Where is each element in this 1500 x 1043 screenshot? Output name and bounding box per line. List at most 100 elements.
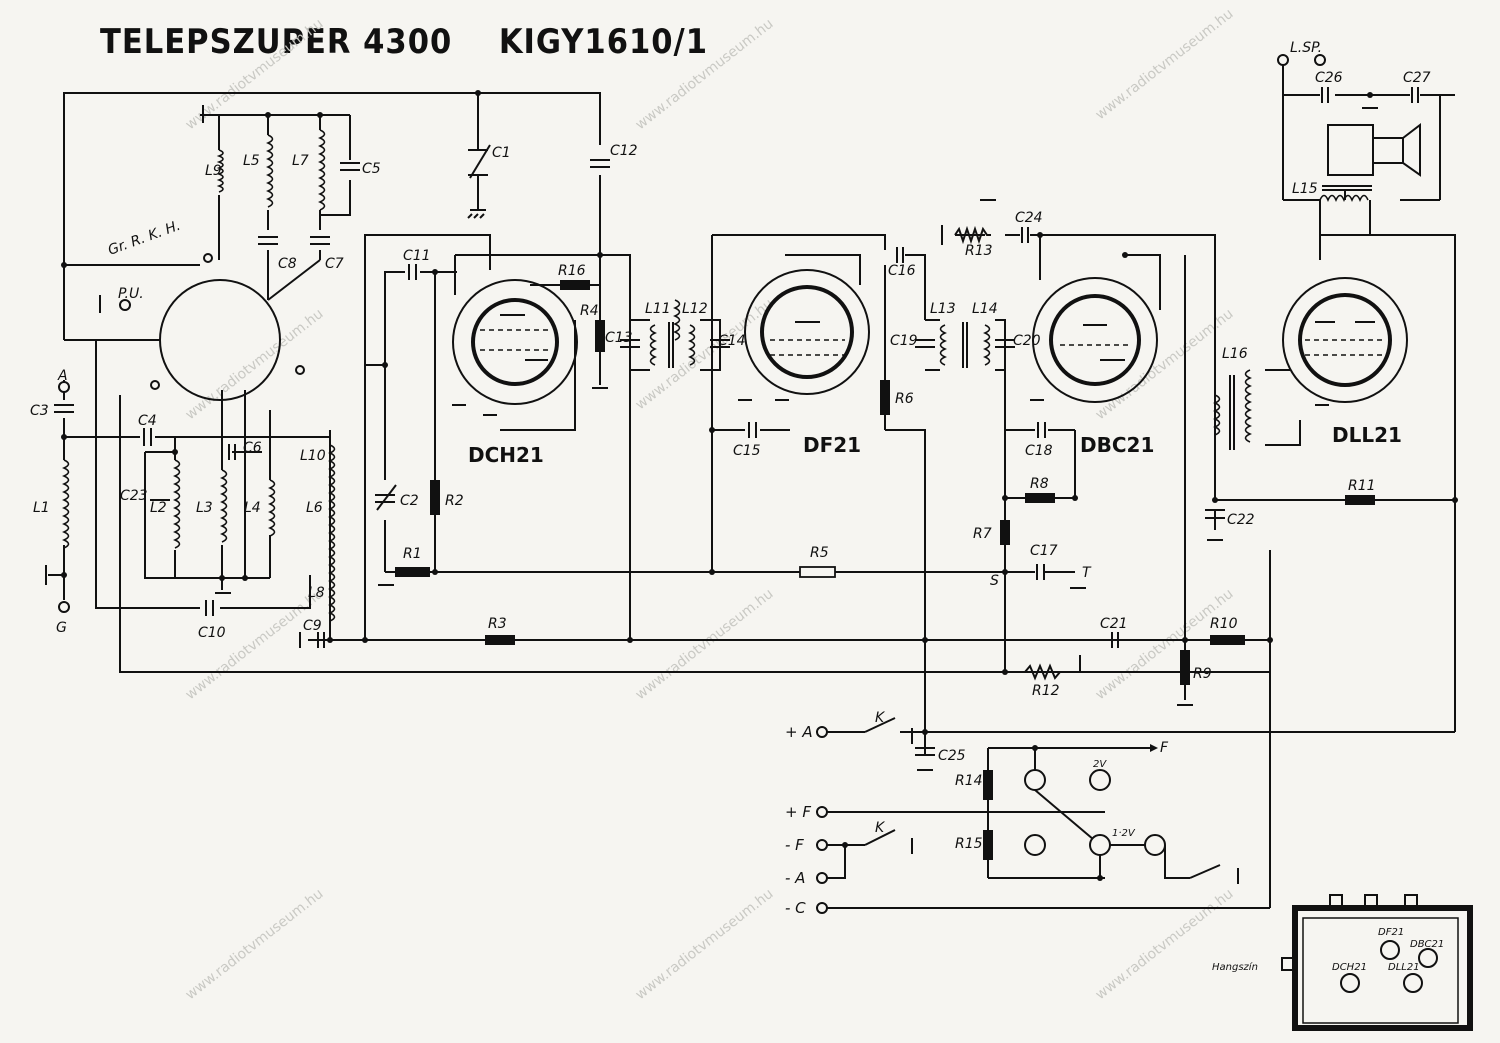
switch-k-f	[864, 829, 896, 846]
terminal-minus-c	[816, 902, 828, 914]
chassis-tube-dll21: DLL21	[1388, 962, 1420, 973]
watermark: www.radiotvmuseum.hu	[1093, 6, 1237, 123]
label-c5: C5	[362, 161, 381, 177]
resistor-r15	[983, 830, 993, 860]
terminal-minus-f	[816, 839, 828, 851]
schematic-title: TELEPSZUPER 4300 KIGY1610/1	[100, 22, 708, 62]
cap-c2	[375, 484, 397, 511]
wiring	[48, 60, 1456, 909]
resistor-r2	[430, 480, 440, 515]
resistor-r9	[1180, 650, 1190, 685]
resistor-r14	[983, 770, 993, 800]
tube-df21	[744, 269, 870, 395]
cap-c13	[620, 339, 640, 348]
labels: L9 L5 L7 C5 C1 C12 C8 C7 Gr. R. K. H. P.…	[30, 40, 1431, 917]
label-plus-a: + A	[785, 723, 813, 741]
resistor-r6	[880, 380, 890, 415]
label-c9: C9	[303, 618, 322, 634]
knob-icon	[1281, 957, 1295, 971]
chassis-tube-dch21: DCH21	[1332, 962, 1367, 973]
resistor-r16	[560, 280, 590, 290]
label-l1: L1	[33, 500, 50, 516]
label-ground: G	[56, 620, 67, 636]
label-c3: C3	[30, 403, 49, 419]
terminal-minus-a	[816, 872, 828, 884]
cap-c27	[1411, 87, 1419, 103]
label-c16: C16	[888, 263, 916, 279]
label-minus-f: - F	[785, 836, 804, 854]
terminal-plus-a	[816, 726, 828, 738]
switch-label: Gr. R. K. H.	[106, 218, 183, 259]
label-r14: R14	[955, 773, 983, 789]
cap-c7	[310, 236, 330, 245]
label-l16: L16	[1222, 346, 1248, 362]
cap-c3	[54, 404, 74, 413]
label-antenna: A	[57, 368, 68, 384]
label-l11: L11	[645, 301, 671, 317]
junctions	[61, 90, 1458, 881]
coil-l11	[649, 324, 657, 366]
watermark: www.radiotvmuseum.hu	[633, 16, 777, 133]
label-r15: R15	[955, 836, 983, 852]
resistor-r8	[1025, 493, 1055, 503]
label-c22: C22	[1227, 512, 1255, 528]
schematic-code: KIGY1610/1	[498, 22, 709, 62]
label-c21: C21	[1100, 616, 1128, 632]
resistor-r4	[595, 320, 605, 352]
cap-c12	[590, 159, 610, 168]
switches	[864, 717, 1221, 879]
label-2v: 2V	[1093, 759, 1107, 770]
label-r8: R8	[1030, 476, 1049, 492]
resistor-r11	[1345, 495, 1375, 505]
cap-c4	[143, 428, 152, 446]
label-c23: C23	[120, 488, 148, 504]
label-r10: R10	[1210, 616, 1238, 632]
label-c7: C7	[325, 256, 344, 272]
tube-label-dll21: DLL21	[1332, 423, 1402, 447]
label-c6: C6	[243, 440, 262, 456]
coil-l4	[268, 479, 276, 537]
tube-dbc21	[1032, 277, 1158, 403]
label-c26: C26	[1315, 70, 1343, 86]
label-c12: C12	[610, 143, 638, 159]
label-f: F	[1160, 740, 1169, 756]
watermarks: www.radiotvmuseum.hu www.radiotvmuseum.h…	[183, 6, 1237, 1003]
label-c24: C24	[1015, 210, 1043, 226]
label-r16: R16	[558, 263, 586, 279]
label-r12: R12	[1032, 683, 1060, 699]
capacitors	[54, 87, 1419, 756]
lamp-icon	[1144, 834, 1166, 856]
cap-c19	[915, 339, 935, 348]
coil-l2	[173, 459, 181, 549]
cap-c5	[340, 162, 360, 171]
socket	[1089, 769, 1111, 791]
label-minus-c: - C	[785, 899, 806, 917]
cap-c8	[258, 236, 278, 245]
tube-dll21	[1282, 277, 1408, 403]
resistors	[395, 225, 1375, 860]
label-r6: R6	[895, 391, 914, 407]
cap-c1	[468, 144, 491, 179]
label-c27: C27	[1403, 70, 1431, 86]
resistor-r7	[1000, 520, 1010, 545]
terminals	[58, 54, 1326, 914]
label-pu: P.U.	[118, 286, 144, 302]
label-lsp: L.SP.	[1290, 40, 1322, 56]
cap-c26	[1321, 87, 1329, 103]
chassis-tube-dbc21: DBC21	[1410, 939, 1444, 950]
label-l14: L14	[972, 301, 998, 317]
chassis-outline	[1292, 905, 1473, 1031]
label-minus-a: - A	[785, 869, 805, 887]
cap-c15	[748, 422, 757, 438]
label-r7: R7	[973, 526, 992, 542]
label-c4: C4	[138, 413, 157, 429]
label-c14: C14	[718, 333, 746, 349]
cap-c14	[710, 339, 730, 348]
label-switch-k: K	[875, 820, 886, 836]
chassis-knob-label: Hangszín	[1212, 961, 1258, 973]
tube-label-dbc21: DBC21	[1080, 433, 1154, 457]
cap-c21	[1111, 632, 1119, 648]
tube-label-dch21: DCH21	[468, 443, 544, 467]
label-c8: C8	[278, 256, 297, 272]
